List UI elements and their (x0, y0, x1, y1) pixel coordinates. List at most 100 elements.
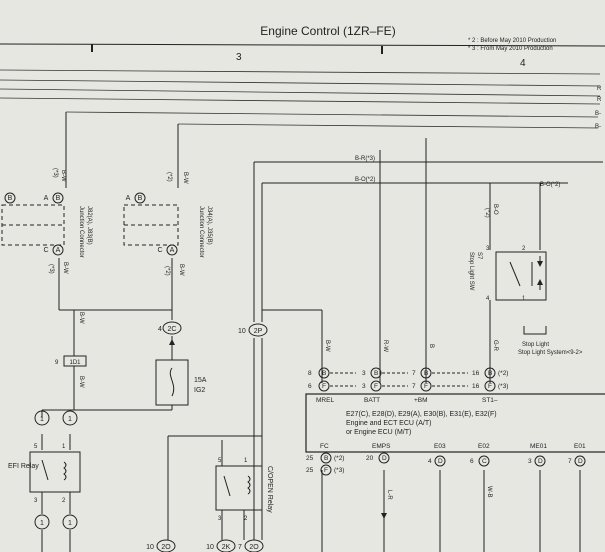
svg-text:1: 1 (40, 520, 44, 527)
copen-relay: C/OPEN Relay 5 3 2 1 (215, 458, 273, 522)
ecu-label-emps: EMPS (372, 443, 391, 450)
ecu-label-me01: ME01 (530, 443, 547, 450)
svg-text:F: F (488, 383, 492, 390)
jc-left-pin-b: B (8, 195, 13, 202)
svg-text:(*2): (*2) (334, 455, 344, 462)
svg-text:10: 10 (206, 544, 214, 551)
svg-text:7: 7 (568, 458, 572, 465)
svg-text:B: B (322, 370, 326, 377)
stop-light-system: Stop Light System<9-2> (518, 350, 583, 356)
wire-label-lr: L-R (386, 490, 392, 500)
ecu-name-line-1: E27(C), E28(D), E29(A), E30(B), E31(E), … (346, 411, 497, 418)
stop-light-pin-3: 3 (486, 246, 490, 252)
wire-label-bw-1: B-W (60, 170, 66, 182)
svg-text:D: D (382, 455, 387, 462)
svg-text:2K: 2K (222, 544, 231, 551)
svg-text:C: C (482, 458, 487, 465)
edge-label-b1: B- (595, 111, 601, 117)
wire-label-bw-4: B-W (78, 376, 84, 388)
svg-text:4: 4 (428, 458, 432, 465)
ecu-label-e01: E01 (574, 443, 586, 450)
edge-label-r1: R (597, 86, 602, 92)
svg-text:(*2): (*2) (498, 370, 508, 377)
inline-connector-2p: 2P 10 (238, 323, 268, 337)
wire-label-bo2b: B-O(*2) (540, 182, 560, 188)
copen-pin-5: 5 (218, 458, 222, 464)
stop-light-switch: S7 Stop Light SW 3 2 4 1 Stop Light Stop… (468, 246, 583, 356)
svg-text:B: B (424, 370, 428, 377)
efi-relay-label: EFI Relay (8, 463, 39, 470)
column-ruler (0, 43, 605, 54)
jc-left-pin-a: A (44, 195, 49, 202)
copen-pin-3: 3 (218, 516, 222, 522)
wire-label-bo2: B-O(*2) (355, 177, 375, 183)
junction-connector-middle (123, 204, 179, 246)
svg-text:16: 16 (472, 370, 480, 377)
wire-label-s2-3: (*2) (484, 208, 490, 218)
svg-text:1: 1 (68, 416, 72, 423)
svg-text:F: F (322, 383, 326, 390)
ecu-label-bm: +BM (414, 397, 428, 404)
svg-text:6: 6 (308, 383, 312, 390)
copen-pin-2: 2 (244, 516, 248, 522)
junction-connector-middle-sub: Junction Connector (198, 206, 204, 258)
stop-light-system-line1: Stop Light (522, 342, 549, 348)
junction-pins: B B A A C B A A C (4, 192, 178, 256)
wire-label-b: B (428, 344, 434, 348)
svg-text:(*3): (*3) (498, 383, 508, 390)
jc-left-pin-a2: A (56, 247, 61, 254)
column-number-3: 3 (236, 52, 242, 63)
ecu-label-mrel: MREL (316, 397, 334, 404)
svg-text:D: D (578, 458, 583, 465)
svg-text:2C: 2C (168, 326, 177, 333)
junction-connector-left-sub: Junction Connector (78, 206, 84, 258)
svg-text:3: 3 (528, 458, 532, 465)
wire-label-bo: B-O (492, 204, 498, 215)
svg-text:20: 20 (366, 455, 374, 462)
efi-relay: EFI Relay 5 3 2 1 (8, 444, 81, 504)
inline-connector-1d1: 1D1 9 (55, 355, 87, 367)
stop-light-title: S7 (476, 252, 482, 260)
svg-text:2P: 2P (254, 328, 263, 335)
junction-connector-left-name: J82(A), J83(B) (86, 206, 92, 245)
svg-text:F: F (374, 383, 378, 390)
copen-pin-1: 1 (244, 458, 248, 464)
svg-text:B: B (374, 370, 378, 377)
svg-text:10: 10 (238, 328, 246, 335)
svg-text:3: 3 (362, 383, 366, 390)
stop-light-pin-4: 4 (486, 296, 490, 302)
svg-text:25: 25 (306, 455, 314, 462)
column-number-4: 4 (520, 58, 526, 69)
svg-text:1: 1 (40, 416, 44, 423)
wire-label-s2-2: (*2) (164, 266, 170, 276)
edge-label-b2: B- (595, 124, 601, 130)
jc-mid-pin-a2: A (170, 247, 175, 254)
stop-light-pin-2: 2 (522, 246, 526, 252)
efi-pin-1: 1 (62, 444, 66, 450)
svg-text:25: 25 (306, 467, 314, 474)
junction-connector-middle-name: J34(A), J35(B) (206, 206, 212, 245)
wire-label-gr: G-R (492, 340, 498, 352)
svg-text:7: 7 (412, 383, 416, 390)
ecu-label-e03: E03 (434, 443, 446, 450)
svg-text:3: 3 (362, 370, 366, 377)
jc-mid-pin-c: C (157, 247, 162, 254)
svg-text:1: 1 (68, 520, 72, 527)
svg-text:9: 9 (55, 360, 59, 366)
svg-text:2O: 2O (161, 544, 171, 551)
pin-1-connectors: 1 1 1 1 (34, 410, 78, 530)
wire-label-bw-2: B-W (62, 262, 68, 274)
ecu-top-pins: 8 B 6 F 3 B 3 F 7 B 7 F 16 B (*2) 16 F (… (308, 367, 508, 392)
wire-label-s2-1: (*2) (166, 172, 172, 182)
svg-text:F: F (324, 467, 328, 474)
efi-pin-5: 5 (34, 444, 38, 450)
jc-mid-pin-b: B (138, 195, 143, 202)
svg-text:B: B (324, 455, 328, 462)
wire-label-s3-2: (*3) (48, 264, 54, 274)
ecu-label-st1: ST1– (482, 397, 498, 404)
svg-text:10: 10 (146, 544, 154, 551)
flow-arrows (169, 256, 543, 519)
svg-text:D: D (438, 458, 443, 465)
svg-text:7: 7 (238, 544, 242, 551)
